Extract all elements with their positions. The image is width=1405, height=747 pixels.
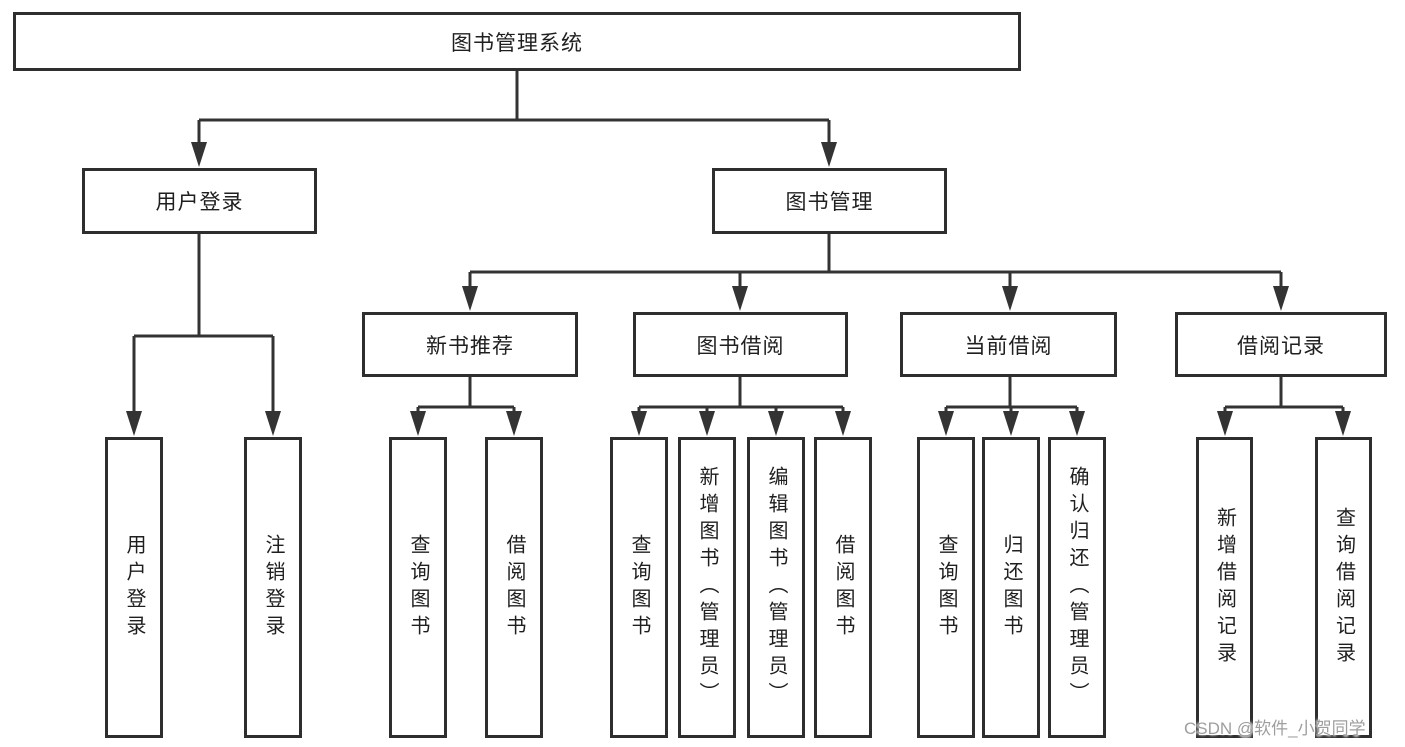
node-leaf-return-book: 归还图书 [982,437,1040,738]
node-label: 查询图书 [628,533,650,642]
node-user-login: 用户登录 [82,168,317,234]
node-leaf-query-borrow-record: 查询借阅记录 [1315,437,1372,738]
node-leaf-confirm-return-admin: 确认归还（管理员） [1048,437,1106,738]
arrowhead-icon [126,142,1351,436]
node-leaf-query-book-recommend: 查询图书 [389,437,447,738]
node-library-system: 图书管理系统 [13,12,1021,71]
node-leaf-borrow-book-recommend: 借阅图书 [485,437,543,738]
node-leaf-add-borrow-record: 新增借阅记录 [1196,437,1253,738]
node-leaf-add-book-admin: 新增图书（管理员） [678,437,736,738]
node-current-borrow: 当前借阅 [900,312,1117,377]
node-borrow-records: 借阅记录 [1175,312,1387,377]
node-book-borrow: 图书借阅 [633,312,848,377]
node-label: 查询图书 [935,533,957,642]
node-label: 注销登录 [262,533,284,642]
node-label: 借阅图书 [503,533,525,642]
node-new-book-recommend: 新书推荐 [362,312,578,377]
node-label: 图书管理 [785,191,874,214]
node-label: 新书推荐 [426,334,514,358]
node-label: 图书借阅 [696,334,785,358]
node-leaf-borrow-book: 借阅图书 [814,437,872,738]
node-label: 新增借阅记录 [1213,506,1236,669]
csdn-watermark: CSDN @软件_小贺同学 [1184,719,1366,738]
node-label: 查询借阅记录 [1332,506,1355,669]
node-label: 查询图书 [407,533,429,642]
node-label: 当前借阅 [964,334,1053,358]
node-leaf-user-login: 用户登录 [105,437,163,738]
node-leaf-query-book-borrow: 查询图书 [610,437,668,738]
node-label: 编辑图书（管理员） [765,466,787,709]
node-label: 确认归还（管理员） [1066,466,1088,709]
node-book-management: 图书管理 [712,168,947,234]
tree-edges [132,70,1345,420]
node-label: 新增图书（管理员） [696,466,718,709]
node-label: 用户登录 [155,191,244,214]
node-label: 借阅图书 [832,533,854,642]
node-leaf-logout: 注销登录 [244,437,302,738]
node-label: 归还图书 [1000,533,1022,642]
node-label: 图书管理系统 [451,31,583,55]
node-label: 借阅记录 [1237,334,1325,358]
node-leaf-edit-book-admin: 编辑图书（管理员） [747,437,805,738]
node-leaf-query-book-current: 查询图书 [917,437,975,738]
node-label: 用户登录 [123,533,145,642]
